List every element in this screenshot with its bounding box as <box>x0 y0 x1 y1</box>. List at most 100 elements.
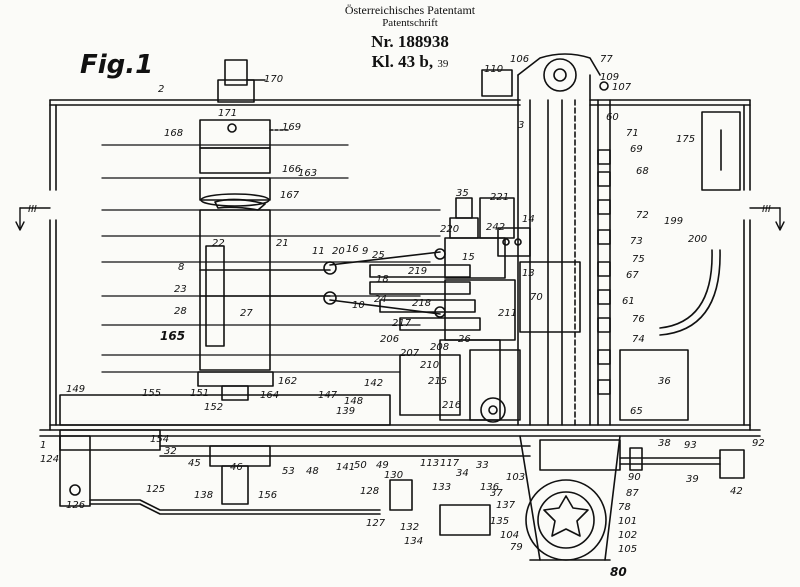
right-components <box>619 111 741 421</box>
reference-numeral: 49 <box>376 460 389 471</box>
reference-numeral: 109 <box>600 72 619 83</box>
reference-numeral: 138 <box>194 490 213 501</box>
reference-numeral: 10 <box>352 300 365 311</box>
reference-numeral: 21 <box>276 238 289 249</box>
reference-numeral: 71 <box>626 128 639 139</box>
reference-numeral: 113 <box>420 458 439 469</box>
patent-class-main: Kl. 43 b, <box>371 52 434 71</box>
reference-numeral: 208 <box>430 342 449 353</box>
document-kind: Patentschrift <box>382 17 438 29</box>
reference-numeral: 18 <box>376 274 389 285</box>
reference-numeral: 200 <box>688 234 707 245</box>
reference-numeral: 137 <box>496 500 516 511</box>
reference-numeral: 156 <box>258 490 277 501</box>
reference-numeral: 38 <box>658 438 671 449</box>
reference-numeral: 149 <box>66 384 85 395</box>
reference-numeral: 79 <box>510 542 523 553</box>
reference-numeral: 117 <box>440 458 460 469</box>
reference-numeral: 167 <box>280 190 300 201</box>
reference-numeral: 11 <box>312 246 325 257</box>
reference-numeral: 24 <box>374 294 387 305</box>
reference-numeral: 101 <box>618 516 637 527</box>
section-marks <box>15 207 785 231</box>
reference-numeral: 13 <box>522 268 535 279</box>
reference-numeral: 2 <box>158 84 164 95</box>
patent-class: Kl. 43 b, 39 <box>250 52 570 74</box>
reference-numeral: 74 <box>632 334 645 345</box>
reference-numeral: 20 <box>332 246 345 257</box>
reference-numeral: 170 <box>264 74 283 85</box>
reference-numerals: 1238910111314151618202122232425262728323… <box>40 54 765 579</box>
reference-numeral: 215 <box>428 376 447 387</box>
patent-class-sub: 39 <box>437 58 449 70</box>
reference-numeral: 141 <box>336 462 355 473</box>
reference-numeral: 162 <box>278 376 297 387</box>
patent-office-name: Österreichisches Patentamt <box>344 3 476 17</box>
reference-numeral: 46 <box>230 462 243 473</box>
reference-numeral: 155 <box>142 388 161 399</box>
reference-numeral: 50 <box>354 460 367 471</box>
reference-numeral: 80 <box>610 565 627 579</box>
reference-numeral: 77 <box>600 54 613 65</box>
reference-numeral: 9 <box>362 246 368 257</box>
reference-numeral: 135 <box>490 516 509 527</box>
reference-numeral: 107 <box>612 82 632 93</box>
reference-numeral: 1 <box>40 440 46 451</box>
reference-numeral: 154 <box>150 434 169 445</box>
reference-numeral: 34 <box>456 468 469 479</box>
reference-numeral: 221 <box>490 192 509 203</box>
reference-numeral: 78 <box>618 502 631 513</box>
reference-numeral: 69 <box>630 144 643 155</box>
reference-numeral: 76 <box>632 314 645 325</box>
reference-numeral: 92 <box>752 438 765 449</box>
reference-numeral: 16 <box>346 244 359 255</box>
reference-numeral: 139 <box>336 406 355 417</box>
reference-numeral: 53 <box>282 466 295 477</box>
reference-numeral: 61 <box>622 296 635 307</box>
reference-numeral: 126 <box>66 500 85 511</box>
reference-numeral: 171 <box>218 108 237 119</box>
section-mark-right: III <box>762 204 771 215</box>
reference-numeral: 175 <box>676 134 695 145</box>
lever-linkage <box>199 245 481 347</box>
reference-numeral: 3 <box>518 120 524 131</box>
reference-numeral: 72 <box>636 210 649 221</box>
reference-numeral: 110 <box>484 64 503 75</box>
reference-numeral: 148 <box>344 396 363 407</box>
reference-numeral: 73 <box>630 236 643 247</box>
reference-numeral: 87 <box>626 488 639 499</box>
reference-numeral: 36 <box>658 376 671 387</box>
reference-numeral: 70 <box>530 292 543 303</box>
reference-numeral: 220 <box>440 224 459 235</box>
reference-numeral: 68 <box>636 166 649 177</box>
reference-numeral: 25 <box>372 250 385 261</box>
reference-numeral: 211 <box>498 308 517 319</box>
central-mechanism <box>399 197 581 423</box>
reference-numeral: 27 <box>240 308 253 319</box>
patent-header: Österreichisches Patentamt Patentschrift… <box>250 4 570 74</box>
reference-numeral: 164 <box>260 390 279 401</box>
reference-numeral: 102 <box>618 530 637 541</box>
reference-numeral: 103 <box>506 472 525 483</box>
patent-number: Nr. 188938 <box>371 32 449 51</box>
reference-numeral: 147 <box>318 390 338 401</box>
reference-numeral: 125 <box>146 484 165 495</box>
reference-numeral: 166 <box>282 164 301 175</box>
reference-numeral: 105 <box>618 544 637 555</box>
reference-numeral: 210 <box>420 360 439 371</box>
reference-numeral: 169 <box>282 122 301 133</box>
reference-numeral: 128 <box>360 486 379 497</box>
reference-numeral: 67 <box>626 270 639 281</box>
reference-numeral: 33 <box>476 460 489 471</box>
reference-numeral: 39 <box>686 474 699 485</box>
reference-numeral: 242 <box>486 222 505 233</box>
reference-numeral: 48 <box>306 466 319 477</box>
reference-numeral: 23 <box>174 284 187 295</box>
figure-title: Fig.1 <box>80 50 154 80</box>
reference-numeral: 42 <box>730 486 743 497</box>
reference-numeral: 104 <box>500 530 519 541</box>
reference-numeral: 133 <box>432 482 451 493</box>
reference-numeral: 152 <box>204 402 223 413</box>
reference-numeral: 168 <box>164 128 183 139</box>
